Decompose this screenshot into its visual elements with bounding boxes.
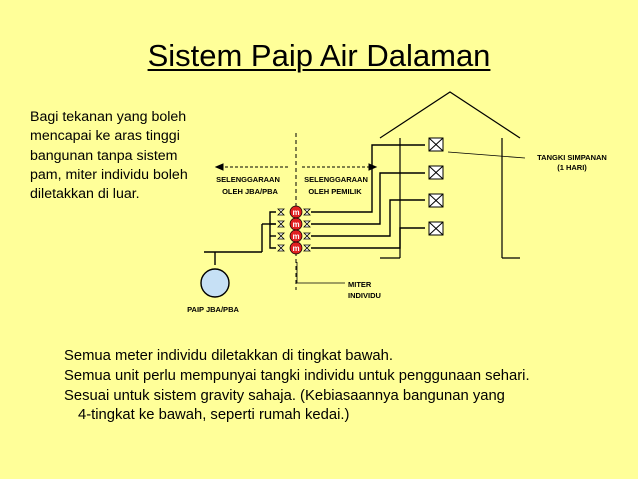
intro-line: Bagi tekanan yang boleh xyxy=(30,109,187,125)
main-pipe-icon xyxy=(200,268,230,298)
valve-icons xyxy=(277,208,311,252)
bullet-list: Semua meter individu diletakkan di tingk… xyxy=(64,347,624,426)
meter-leader-line xyxy=(296,262,345,284)
label-jba-line1: SELENGGARAAN xyxy=(216,175,280,184)
meter-symbol: m xyxy=(292,220,299,229)
label-main-pipe: PAIP JBA/PBA xyxy=(187,305,239,314)
meter-symbol: m xyxy=(292,244,299,253)
label-tank-line1: TANGKI SIMPANAN xyxy=(537,153,607,162)
label-owner-line2: OLEH PEMILIK xyxy=(308,187,362,196)
building-outline xyxy=(379,91,521,259)
intro-line: pam, miter individu boleh xyxy=(30,166,188,183)
bullet-item: 4-tingkat ke bawah, seperti rumah kedai.… xyxy=(78,407,350,424)
individual-meters: m m m m xyxy=(289,205,303,255)
tank-icon xyxy=(428,137,444,152)
bullet-item: Sesuai untuk sistem gravity sahaja. (Keb… xyxy=(64,387,505,404)
label-jba-line2: OLEH JBA/PBA xyxy=(222,187,278,196)
label-owner-line1: SELENGGARAAN xyxy=(304,175,368,184)
storage-tanks xyxy=(428,137,444,236)
label-tank-line2: (1 HARI) xyxy=(557,163,587,172)
riser-pipes xyxy=(269,144,425,249)
slide-title: Sistem Paip Air Dalaman xyxy=(147,38,491,73)
meter-symbol: m xyxy=(292,232,299,241)
intro-line: bangunan tanpa sistem xyxy=(30,147,178,164)
boundary-arrows xyxy=(214,163,378,171)
label-meter-line2: INDIVIDU xyxy=(348,291,381,300)
tank-icon xyxy=(428,165,444,180)
tank-icon xyxy=(428,193,444,208)
intro-line: diletakkan di luar. xyxy=(30,186,140,203)
label-meter-line1: MITER xyxy=(348,280,372,289)
tank-icon xyxy=(428,221,444,236)
bullet-item: Semua meter individu diletakkan di tingk… xyxy=(64,348,394,364)
bullet-item: Semua unit perlu mempunyai tangki indivi… xyxy=(64,367,530,384)
meter-symbol: m xyxy=(292,208,299,217)
intro-text: Bagi tekanan yang boleh mencapai ke aras… xyxy=(30,108,220,204)
meter-icon xyxy=(289,241,303,255)
tank-leader-line xyxy=(447,151,526,159)
intro-line: mencapai ke aras tinggi xyxy=(30,128,180,145)
main-supply-pipe xyxy=(204,223,276,265)
